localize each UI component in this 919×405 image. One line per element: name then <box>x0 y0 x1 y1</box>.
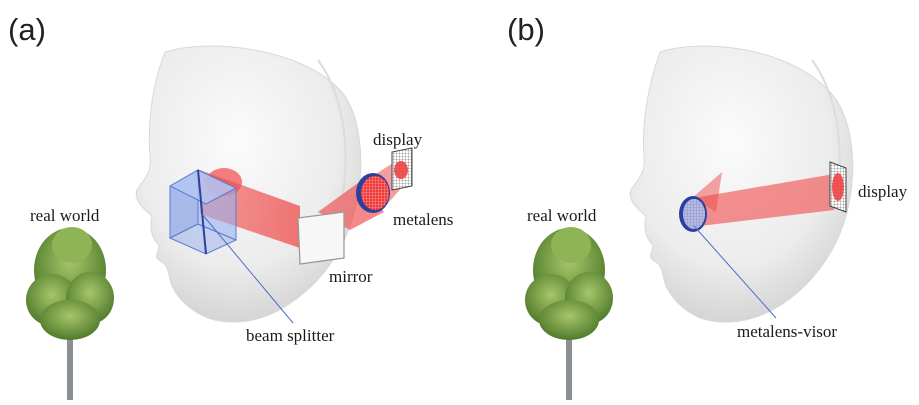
label-metalens: metalens <box>393 210 453 229</box>
panel-a-label: (a) <box>8 12 46 47</box>
metalens-visor <box>679 196 707 232</box>
head-a <box>136 46 361 322</box>
label-display-a: display <box>373 130 423 149</box>
tree-a <box>26 227 114 400</box>
metalens <box>356 173 390 213</box>
tree-b <box>525 227 613 400</box>
label-real-world-b: real world <box>527 206 597 225</box>
label-real-world-a: real world <box>30 206 100 225</box>
display-b <box>830 162 846 212</box>
panel-b: (b) display metalens-visor real world <box>507 12 908 400</box>
label-beam-splitter: beam splitter <box>246 326 335 345</box>
label-metalens-visor: metalens-visor <box>737 322 837 341</box>
mirror <box>298 212 344 264</box>
label-display-b: display <box>858 182 908 201</box>
display-a <box>392 148 412 190</box>
label-mirror: mirror <box>329 267 373 286</box>
panel-b-label: (b) <box>507 12 545 47</box>
panel-a: (a) <box>8 12 453 400</box>
